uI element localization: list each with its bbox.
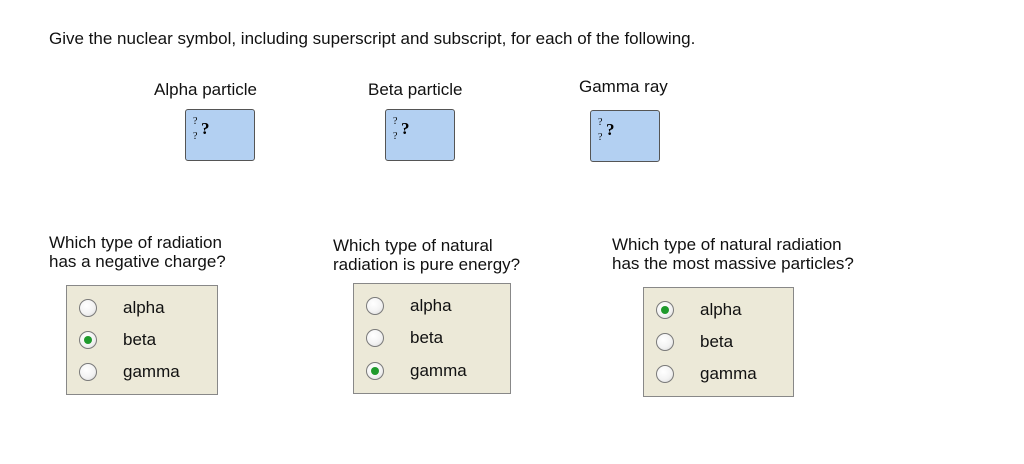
gamma-superscript[interactable]: ?	[598, 117, 603, 128]
radio-button[interactable]	[79, 363, 97, 381]
radio-label[interactable]: gamma	[123, 362, 180, 381]
question-line: Which type of radiation	[49, 233, 222, 252]
radio-label[interactable]: beta	[700, 332, 734, 351]
alpha-particle-label: Alpha particle	[154, 80, 258, 99]
beta-subscript[interactable]: ?	[393, 131, 398, 142]
radio-label[interactable]: beta	[123, 330, 157, 349]
radio-button[interactable]	[79, 299, 97, 317]
alpha-symbol-input[interactable]: ? ? ?	[185, 109, 255, 161]
radio-option-beta[interactable]: beta	[354, 324, 510, 352]
beta-particle-label: Beta particle	[368, 80, 463, 99]
radio-label[interactable]: alpha	[123, 298, 165, 317]
radio-button[interactable]	[366, 362, 384, 380]
question-negative-charge: Which type of radiation has a negative c…	[49, 233, 226, 271]
gamma-ray-label: Gamma ray	[579, 77, 668, 96]
gamma-symbol-input[interactable]: ? ? ?	[590, 110, 660, 162]
question-line: radiation is pure energy?	[333, 255, 521, 274]
radio-option-gamma[interactable]: gamma	[644, 360, 793, 388]
radio-selected-dot	[371, 367, 379, 375]
radio-option-alpha[interactable]: alpha	[644, 296, 793, 324]
question-line: Which type of natural radiation	[612, 235, 842, 254]
radio-label[interactable]: alpha	[700, 300, 742, 319]
alpha-element-symbol[interactable]: ?	[201, 119, 210, 138]
radio-option-gamma[interactable]: gamma	[354, 357, 510, 385]
radio-button[interactable]	[656, 301, 674, 319]
radio-label[interactable]: alpha	[410, 296, 452, 315]
radio-label[interactable]: beta	[410, 328, 444, 347]
radio-option-gamma[interactable]: gamma	[67, 358, 217, 386]
gamma-element-symbol[interactable]: ?	[606, 120, 615, 139]
radio-label[interactable]: gamma	[410, 361, 467, 380]
radio-button[interactable]	[656, 365, 674, 383]
radio-selected-dot	[661, 306, 669, 314]
radio-group-negative-charge: alpha beta gamma	[66, 285, 218, 395]
radio-selected-dot	[84, 336, 92, 344]
radio-group-pure-energy: alpha beta gamma	[353, 283, 511, 394]
radio-button[interactable]	[656, 333, 674, 351]
radio-button[interactable]	[79, 331, 97, 349]
alpha-superscript[interactable]: ?	[193, 116, 198, 127]
radio-button[interactable]	[366, 297, 384, 315]
beta-symbol-input[interactable]: ? ? ?	[385, 109, 455, 161]
question-most-massive: Which type of natural radiation has the …	[612, 235, 854, 273]
question-line: Which type of natural	[333, 236, 493, 255]
beta-element-symbol[interactable]: ?	[401, 119, 410, 138]
beta-superscript[interactable]: ?	[393, 116, 398, 127]
radio-button[interactable]	[366, 329, 384, 347]
question-line: has a negative charge?	[49, 252, 226, 271]
alpha-subscript[interactable]: ?	[193, 131, 198, 142]
question-pure-energy: Which type of natural radiation is pure …	[333, 236, 520, 274]
radio-option-beta[interactable]: beta	[644, 328, 793, 356]
radio-option-beta[interactable]: beta	[67, 326, 217, 354]
instructions-text: Give the nuclear symbol, including super…	[49, 29, 696, 48]
question-line: has the most massive particles?	[612, 254, 854, 273]
radio-option-alpha[interactable]: alpha	[67, 294, 217, 322]
radio-label[interactable]: gamma	[700, 364, 757, 383]
gamma-subscript[interactable]: ?	[598, 132, 603, 143]
radio-option-alpha[interactable]: alpha	[354, 292, 510, 320]
radio-group-most-massive: alpha beta gamma	[643, 287, 794, 397]
